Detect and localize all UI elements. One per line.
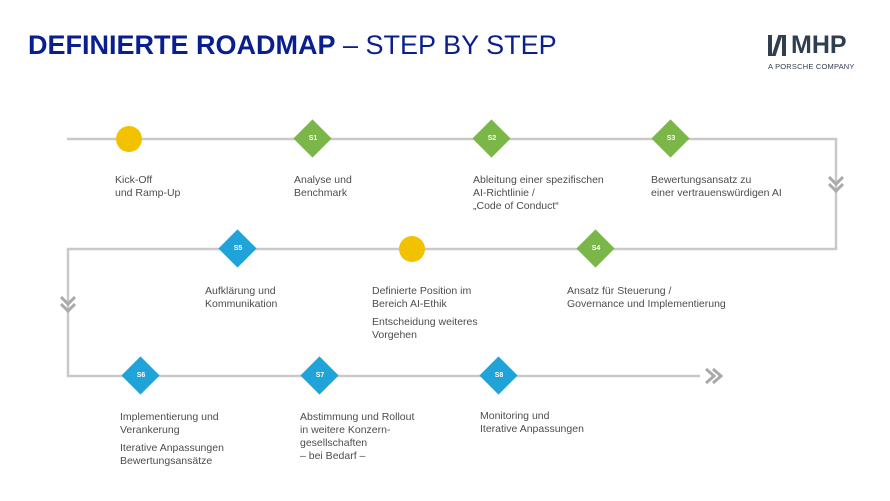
- step-tag: S5: [233, 245, 243, 252]
- roadmap-path: [66, 137, 838, 378]
- logo-mark: MHP: [768, 33, 863, 58]
- chevron-down-icon: [59, 295, 77, 314]
- milestone-circle: [399, 236, 425, 262]
- page-title: DEFINIERTE ROADMAP – STEP BY STEP: [28, 30, 557, 61]
- step-tag: S1: [308, 135, 318, 142]
- logo-bars-icon: [768, 35, 786, 56]
- step-label: Ansatz für Steuerung /Governance und Imp…: [567, 285, 726, 310]
- step-tag: S6: [136, 372, 146, 379]
- step-tag: S7: [315, 372, 325, 379]
- step-tag: S3: [666, 135, 676, 142]
- step-tag: S4: [591, 245, 601, 252]
- logo-name: MHP: [791, 31, 847, 59]
- arrow-end-icon: [705, 367, 724, 385]
- step-tag: S2: [487, 135, 497, 142]
- step-note: Iterative Anpassungen Bewertungsansätze: [120, 442, 224, 467]
- milestone-circle: [116, 126, 142, 152]
- title-light: – STEP BY STEP: [335, 30, 557, 60]
- chevron-down-icon: [827, 175, 845, 194]
- company-logo: MHP A PORSCHE COMPANY: [768, 33, 863, 71]
- step-tag: S8: [494, 372, 504, 379]
- logo-tagline: A PORSCHE COMPANY: [768, 62, 855, 71]
- step-note: Entscheidung weiteres Vorgehen: [372, 316, 478, 341]
- title-bold: DEFINIERTE ROADMAP: [28, 30, 336, 60]
